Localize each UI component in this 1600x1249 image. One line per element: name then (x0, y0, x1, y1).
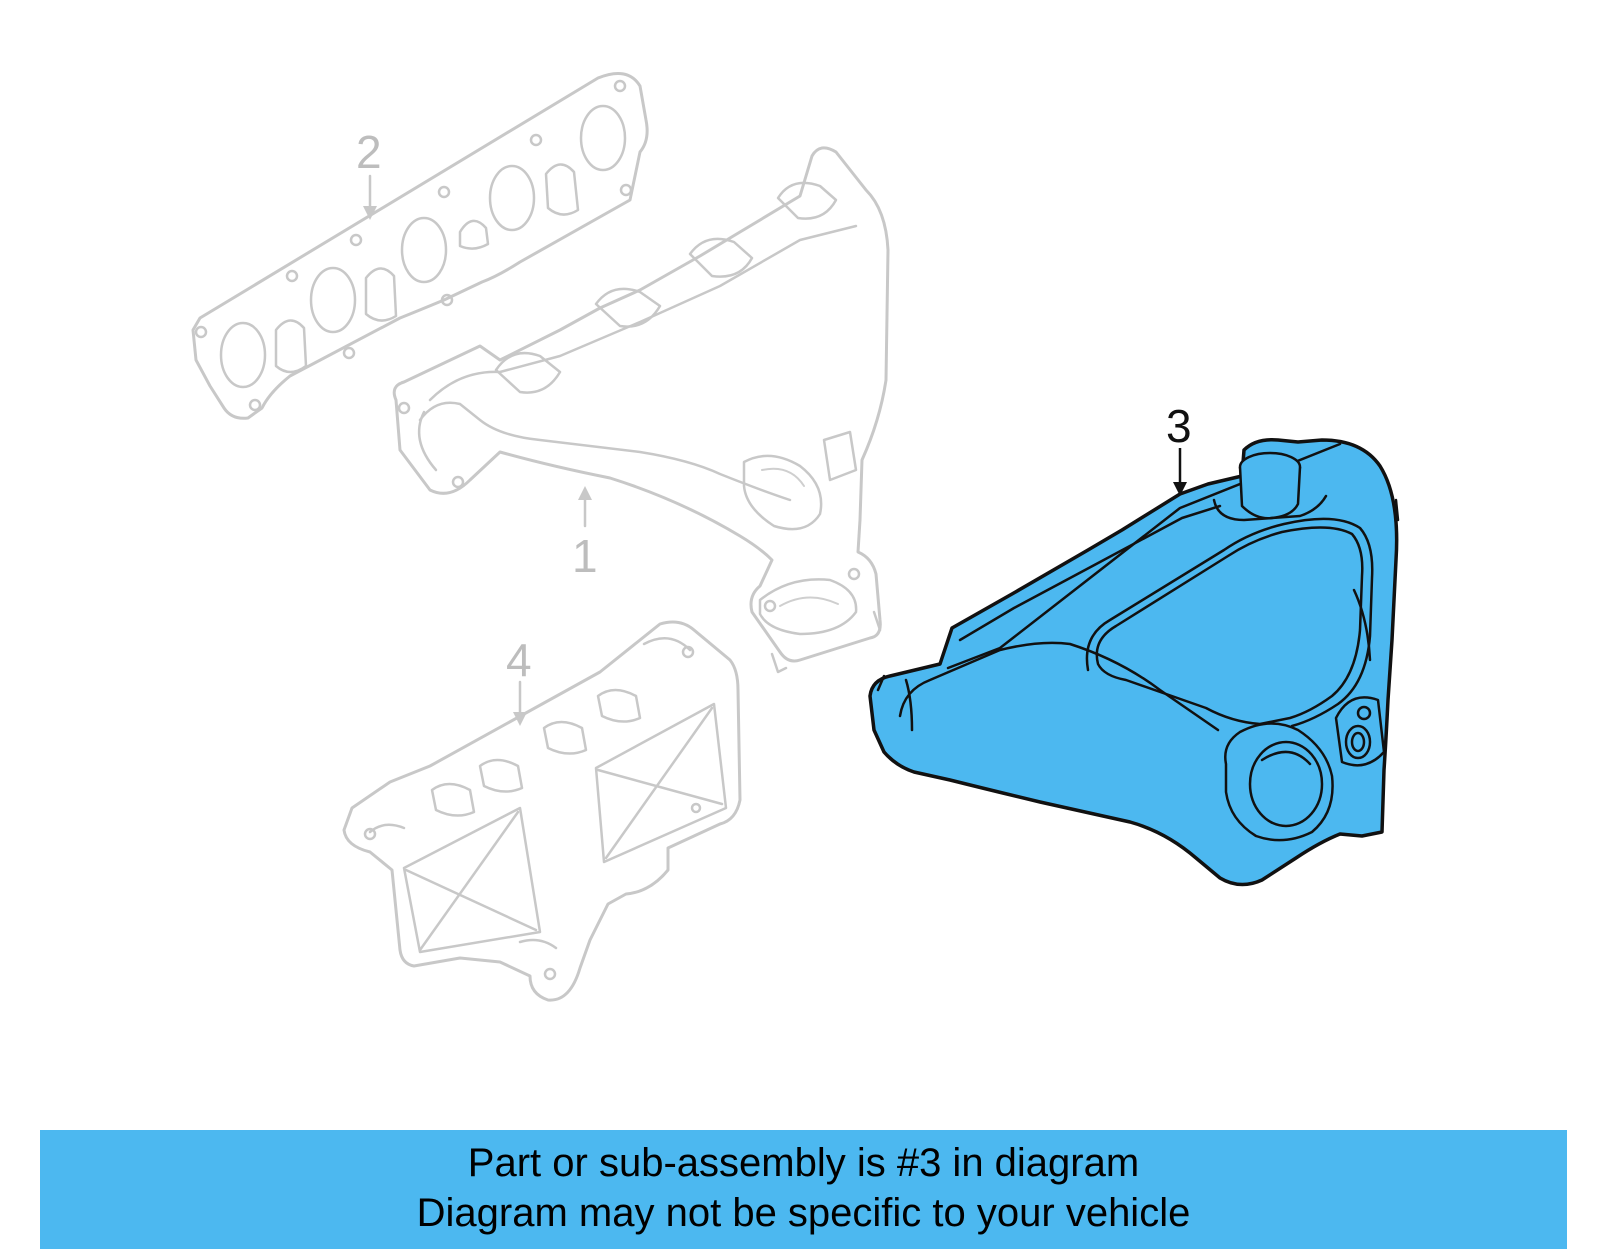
gasket-part-2 (191, 72, 649, 420)
callout-3: 3 (1166, 400, 1192, 452)
callout-arrows (363, 174, 1187, 726)
banner-line-part: Part or sub-assembly is #3 in diagram (467, 1141, 1140, 1185)
info-banner: Part or sub-assembly is #3 in diagram Di… (40, 1130, 1567, 1249)
callout-2: 2 (356, 126, 382, 178)
callout-1: 1 (572, 530, 598, 582)
heat-shield-part-3 (868, 437, 1400, 887)
banner-line-disclaimer: Diagram may not be specific to your vehi… (416, 1191, 1191, 1235)
heat-shield-part-4 (342, 620, 742, 1002)
callout-4: 4 (506, 634, 532, 686)
exhaust-manifold-part-1 (392, 146, 890, 674)
